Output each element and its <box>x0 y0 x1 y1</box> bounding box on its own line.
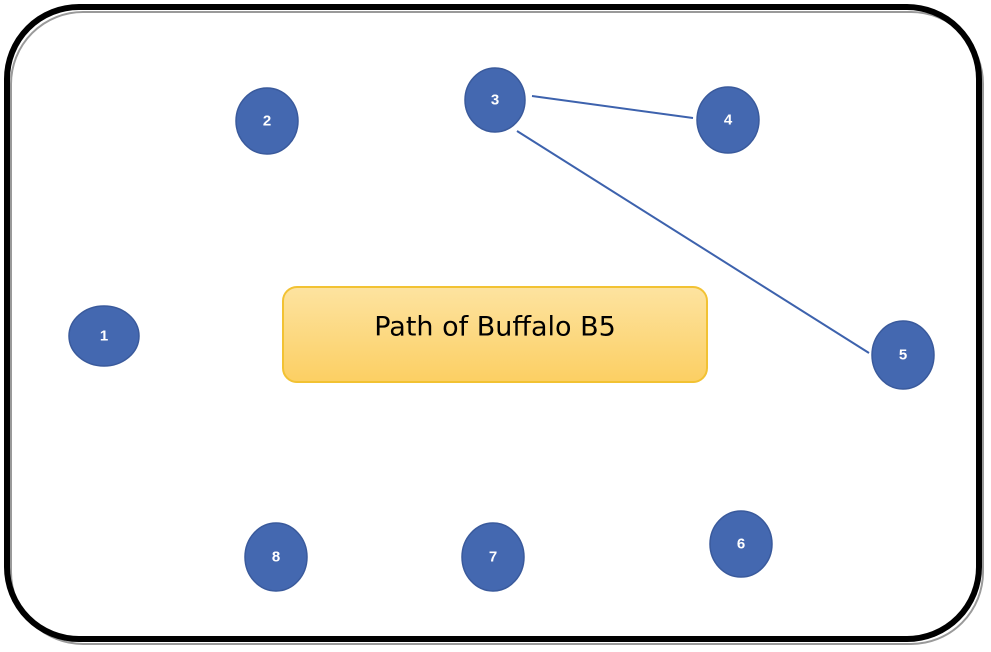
node-circle <box>709 510 773 578</box>
edge-3-5 <box>516 130 870 354</box>
node-5: 5 <box>871 320 935 390</box>
node-label: 3 <box>491 92 499 109</box>
nodes-layer: 1 2 3 4 5 6 7 8 <box>68 67 935 592</box>
node-1: 1 <box>68 305 140 367</box>
node-label: 4 <box>724 112 733 129</box>
node-label: 6 <box>737 536 745 553</box>
node-7: 7 <box>461 522 525 592</box>
node-circle <box>464 67 526 133</box>
diagram-frame <box>4 4 982 642</box>
node-circle <box>244 522 308 592</box>
node-4: 4 <box>696 86 760 154</box>
node-circle <box>461 522 525 592</box>
frame-shadow <box>10 11 984 645</box>
edges-layer <box>516 95 870 354</box>
node-8: 8 <box>244 522 308 592</box>
node-label: 2 <box>263 113 271 130</box>
title-box: Path of Buffalo B5 <box>282 286 708 383</box>
node-label: 7 <box>489 549 497 566</box>
node-label: 5 <box>899 347 907 364</box>
node-2: 2 <box>235 87 299 155</box>
node-circle <box>68 305 140 367</box>
node-3: 3 <box>464 67 526 133</box>
node-6: 6 <box>709 510 773 578</box>
node-label: 8 <box>272 549 280 566</box>
edge-3-4 <box>531 95 694 119</box>
node-circle <box>696 86 760 154</box>
title-text: Path of Buffalo B5 <box>374 312 616 343</box>
node-label: 1 <box>100 328 108 345</box>
node-circle <box>235 87 299 155</box>
title-box-rect <box>282 286 708 383</box>
node-circle <box>871 320 935 390</box>
